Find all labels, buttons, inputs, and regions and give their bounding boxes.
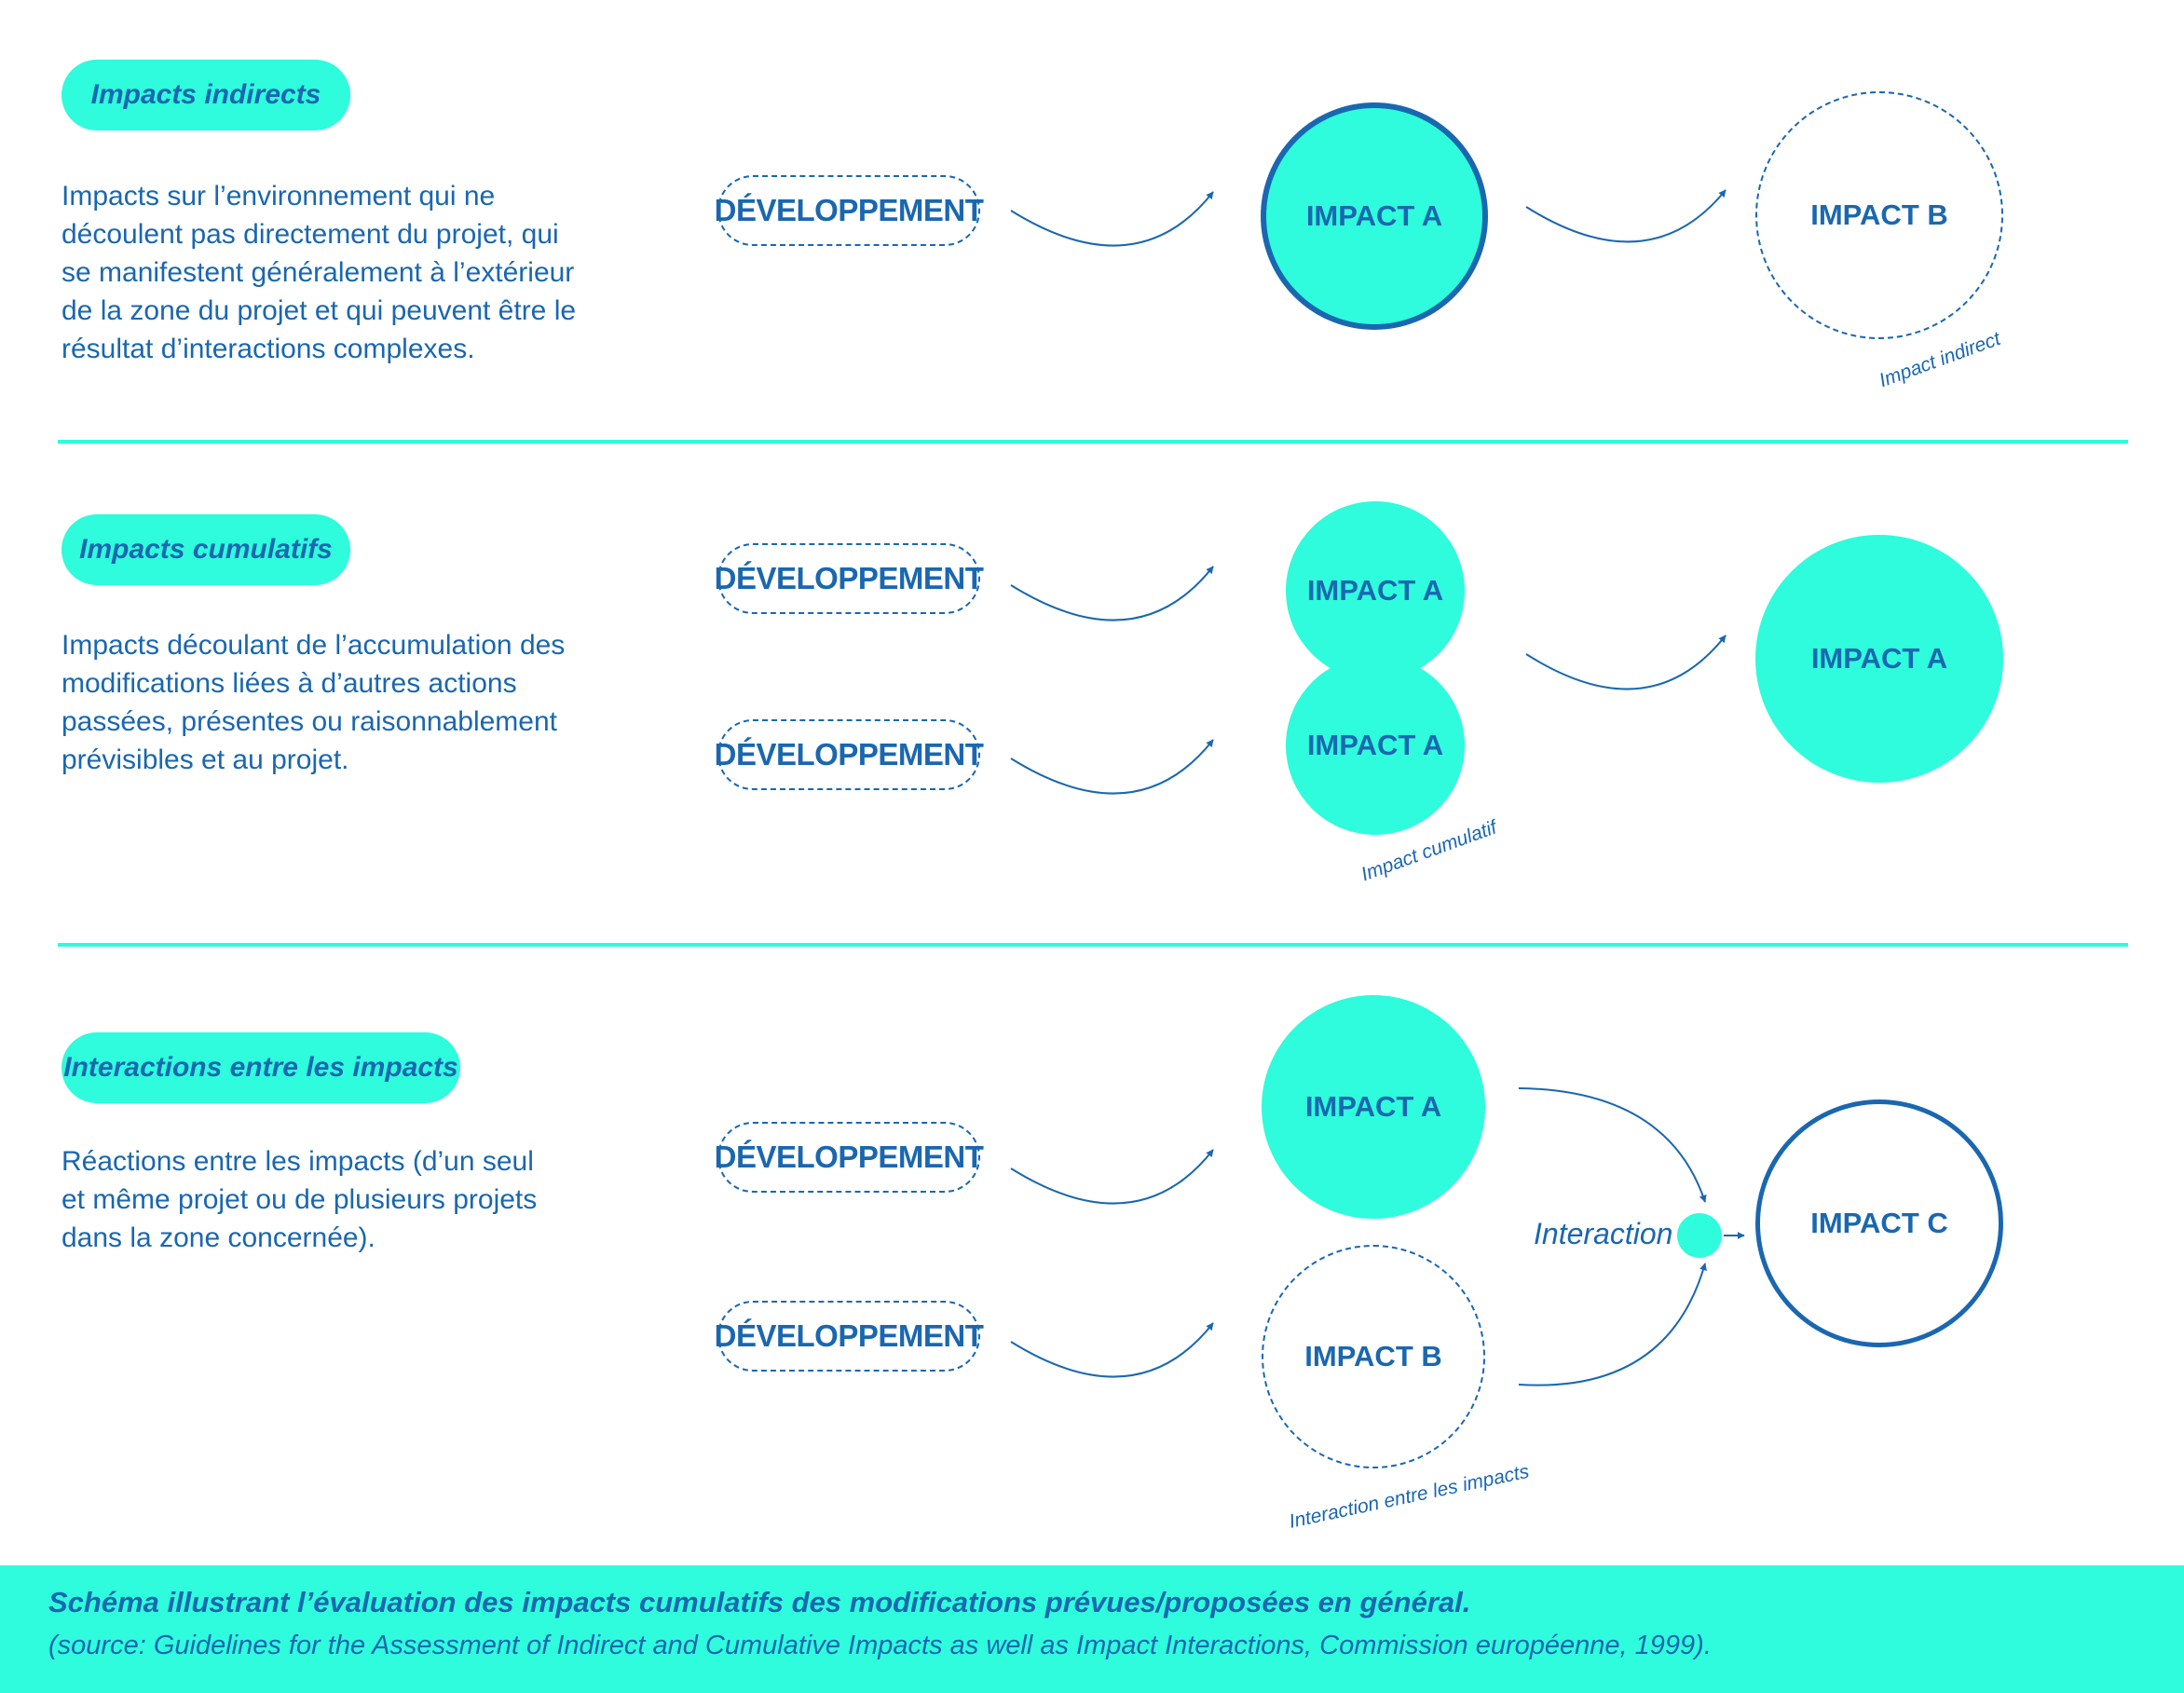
section-divider: [58, 440, 2128, 444]
impact-b-circle: IMPACT B: [1262, 1245, 1485, 1468]
arrow-impact-b-to-interaction: [1518, 1263, 1707, 1386]
arrow-impact-a-to-b: [1525, 189, 1727, 243]
footer-title: Schéma illustrant l’évaluation des impac…: [48, 1586, 1471, 1618]
arrow-dev-to-impact-a: [1010, 191, 1214, 247]
desc-line: de la zone du projet et qui peuvent être…: [61, 295, 577, 326]
development-box-2: DÉVELOPPEMENT: [715, 719, 984, 790]
section-indirect-pill: Impacts indirects: [61, 60, 350, 130]
impact-a-result-circle: IMPACT A: [1755, 535, 2003, 783]
section-cumulative-pill: Impacts cumulatifs: [61, 514, 350, 585]
desc-line: Impacts découlant de l’accumulation des: [61, 630, 566, 661]
impact-a-circle-2: IMPACT A: [1286, 656, 1465, 835]
development-box-2: DÉVELOPPEMENT: [715, 1301, 984, 1372]
desc-line: résultat d’interactions complexes.: [61, 334, 475, 364]
interaction-label: Interaction: [1534, 1217, 1673, 1250]
arrow-dev2-to-impact-b: [1010, 1322, 1214, 1378]
footer-source: (source: Guidelines for the Assessment o…: [48, 1631, 1712, 1660]
section-interactions-description: Réactions entre les impacts (d’un seul e…: [61, 1142, 583, 1257]
interaction-dot: [1677, 1213, 1722, 1258]
arrow-dev2-to-impact-a: [1010, 739, 1214, 795]
impact-c-circle: IMPACT C: [1755, 1099, 2003, 1347]
impact-a-circle: IMPACT A: [1262, 995, 1485, 1219]
impact-b-circle: IMPACT B: [1755, 91, 2003, 339]
desc-line: se manifestent généralement à l’extérieu…: [61, 257, 575, 288]
section-indirect-description: Impacts sur l’environnement qui ne décou…: [61, 177, 583, 368]
desc-line: passées, présentes ou raisonnablement: [61, 706, 558, 737]
section-divider: [58, 943, 2128, 947]
desc-line: dans la zone concernée).: [61, 1222, 375, 1253]
development-box-1: DÉVELOPPEMENT: [715, 1122, 984, 1193]
development-box: DÉVELOPPEMENT: [715, 175, 984, 246]
arrow-dev1-to-impact-a: [1010, 566, 1214, 621]
footer-caption-band: Schéma illustrant l’évaluation des impac…: [0, 1565, 2184, 1693]
desc-line: Réactions entre les impacts (d’un seul: [61, 1146, 534, 1177]
desc-line: prévisibles et au projet.: [61, 744, 349, 775]
arrow-layer: [1010, 189, 1745, 1386]
section-cumulative-description: Impacts découlant de l’accumulation des …: [61, 626, 583, 779]
impact-a-circle: IMPACT A: [1261, 102, 1488, 330]
desc-line: modifications liées à d’autres actions: [61, 668, 517, 699]
desc-line: découlent pas directement du projet, qui: [61, 219, 559, 250]
arrow-dev1-to-impact-a: [1010, 1149, 1214, 1205]
arrow-impact-a-to-interaction: [1518, 1087, 1707, 1203]
impact-a-circle-1: IMPACT A: [1286, 501, 1465, 680]
development-box-1: DÉVELOPPEMENT: [715, 543, 984, 614]
arrow-cumul-to-result: [1525, 635, 1727, 690]
section-interactions-pill: Interactions entre les impacts: [61, 1032, 460, 1103]
desc-line: Impacts sur l’environnement qui ne: [61, 181, 496, 212]
desc-line: et même projet ou de plusieurs projets: [61, 1184, 538, 1215]
